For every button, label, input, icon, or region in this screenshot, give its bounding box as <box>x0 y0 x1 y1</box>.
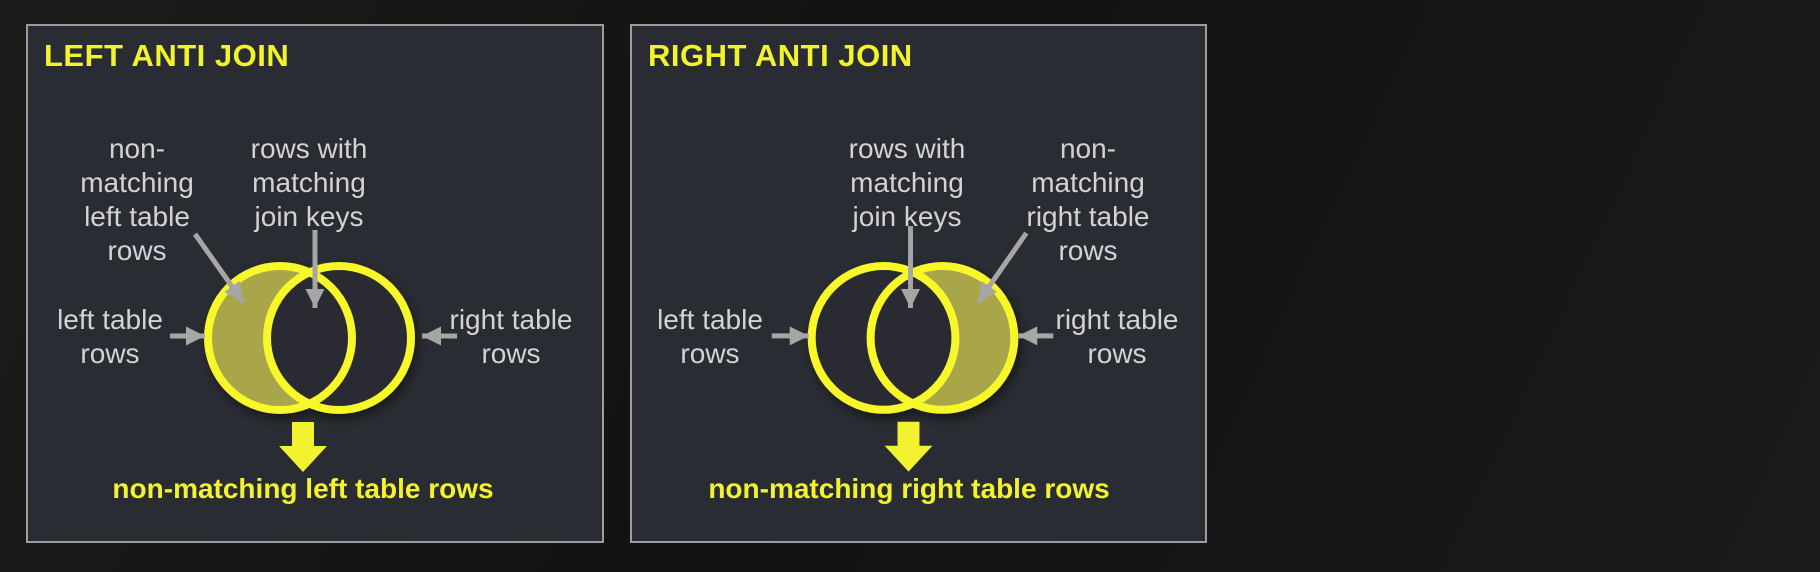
label-line: left table <box>57 304 163 335</box>
non-matching-leader-arrow <box>976 231 1029 304</box>
label-right-table-rows: right table rows <box>450 303 573 371</box>
label-line: rows with <box>848 133 966 164</box>
label-right-table-rows: right table rows <box>1056 303 1179 371</box>
panel-title: LEFT ANTI JOIN <box>44 38 290 73</box>
panel-left-anti-join: LEFT ANTI JOIN non- matching left table … <box>26 24 604 543</box>
panel-right-anti-join: RIGHT ANTI JOIN rows with matching join … <box>630 24 1207 543</box>
label-line: rows with <box>250 133 368 164</box>
panel-title: RIGHT ANTI JOIN <box>648 38 913 73</box>
panel-left-inner: LEFT ANTI JOIN non- matching left table … <box>28 26 602 541</box>
label-line: right table <box>1026 201 1150 232</box>
venn-diagram-left-anti-join <box>170 230 457 472</box>
panel-right-inner: RIGHT ANTI JOIN rows with matching join … <box>632 26 1205 541</box>
label-non-matching-left-rows: non- matching left table rows <box>80 132 194 268</box>
venn-diagram-right-anti-join <box>771 226 1054 472</box>
label-line: right table <box>1055 304 1179 335</box>
label-line: left table <box>84 201 190 232</box>
venn-circles-group <box>204 262 415 414</box>
label-left-table-rows: left table rows <box>57 303 163 371</box>
right-circle-outline <box>263 262 415 414</box>
left-circle-outline <box>807 262 960 414</box>
label-rows-with-matching-join-keys: rows with matching join keys <box>849 132 966 234</box>
result-down-arrow-icon <box>884 421 933 472</box>
label-line: join keys <box>254 201 364 232</box>
label-line: matching <box>850 167 964 198</box>
result-caption: non-matching left table rows <box>112 473 494 504</box>
result-down-arrow-icon <box>279 422 327 472</box>
label-line: rows <box>1058 235 1118 266</box>
right-circle-cover-fill <box>267 266 411 410</box>
label-line: rows <box>107 235 167 266</box>
label-line: matching <box>1031 167 1145 198</box>
label-line: rows <box>1087 338 1147 369</box>
result-caption: non-matching right table rows <box>708 473 1110 504</box>
label-non-matching-right-rows: non- matching right table rows <box>1027 132 1150 268</box>
label-line: matching <box>80 167 194 198</box>
non-matching-leader-arrow <box>192 232 246 304</box>
label-left-table-rows: left table rows <box>657 303 763 371</box>
label-line: rows <box>80 338 140 369</box>
label-line: rows <box>680 338 740 369</box>
left-circle-outline <box>204 262 356 414</box>
label-line: matching <box>252 167 366 198</box>
label-rows-with-matching-join-keys: rows with matching join keys <box>251 132 368 234</box>
label-line: right table <box>449 304 573 335</box>
label-line: non- <box>108 133 166 164</box>
label-line: join keys <box>852 201 962 232</box>
label-line: non- <box>1059 133 1117 164</box>
right-circle-outline <box>866 262 1019 414</box>
label-line: rows <box>481 338 541 369</box>
label-line: left table <box>657 304 763 335</box>
